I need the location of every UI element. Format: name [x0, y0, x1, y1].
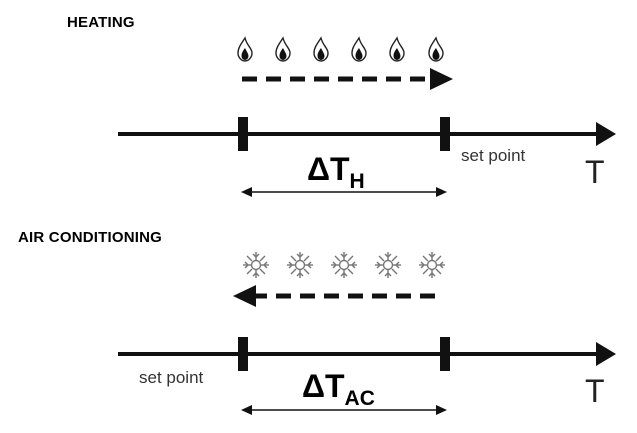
heating-setpoint-marker — [440, 117, 450, 151]
heating-temperature-axis — [118, 117, 616, 151]
ac-direction-arrow — [233, 285, 442, 307]
ac-snowflakes — [242, 251, 446, 279]
air-conditioning-title: AIR CONDITIONING — [18, 229, 163, 246]
snowflake-icon — [418, 251, 446, 279]
heating-lower-marker — [238, 117, 248, 151]
snowflake-icon — [286, 251, 314, 279]
heating-delta-span-arrow — [241, 187, 447, 197]
snowflake-icon — [374, 251, 402, 279]
flame-icon — [313, 37, 329, 62]
ac-delta-label: ΔTAC — [302, 368, 375, 410]
ac-upper-marker — [440, 337, 450, 371]
snowflake-icon — [242, 251, 270, 279]
snowflake-icon — [330, 251, 358, 279]
heating-setpoint-label: set point — [461, 146, 526, 165]
heating-direction-arrow — [242, 68, 453, 90]
ac-delta-subscript: AC — [344, 387, 375, 410]
ac-setpoint-marker — [238, 337, 248, 371]
heating-title: HEATING — [67, 14, 135, 31]
heating-delta-label: ΔTH — [307, 151, 365, 193]
flame-icon — [351, 37, 367, 62]
ac-axis-variable: T — [585, 373, 605, 409]
flame-icon — [389, 37, 405, 62]
ac-temperature-axis — [118, 337, 616, 371]
ac-delta-symbol: ΔT — [302, 368, 345, 404]
flame-icon — [275, 37, 291, 62]
flame-icon — [237, 37, 253, 62]
ac-setpoint-label: set point — [139, 368, 204, 387]
heating-delta-subscript: H — [349, 170, 365, 193]
heating-delta-symbol: ΔT — [307, 151, 350, 187]
flame-icon — [428, 37, 444, 62]
ac-delta-span-arrow — [241, 405, 447, 415]
heating-flames — [237, 37, 444, 62]
heating-axis-variable: T — [585, 154, 605, 190]
